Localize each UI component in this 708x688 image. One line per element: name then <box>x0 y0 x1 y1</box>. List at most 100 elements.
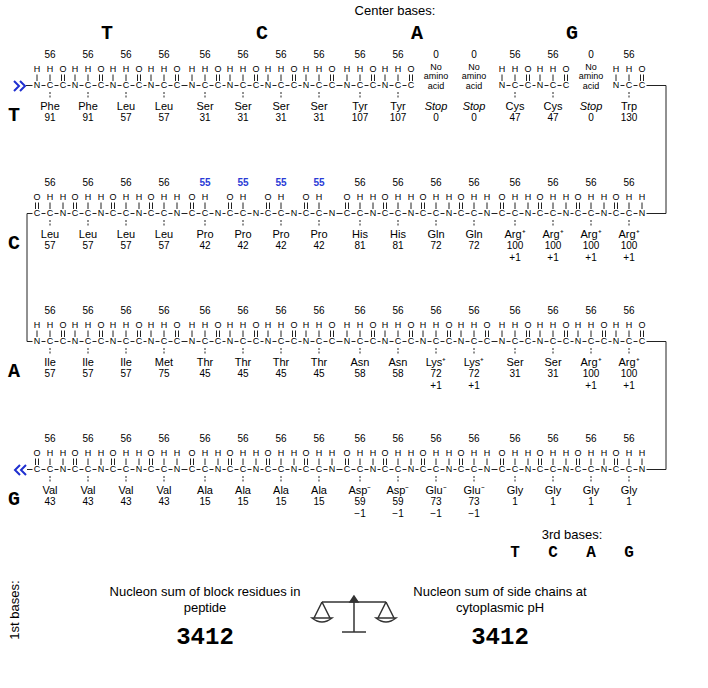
atom-label: N <box>291 209 298 218</box>
atom-label: C <box>395 337 402 346</box>
atom-label: O <box>524 65 531 74</box>
backbone-bond <box>299 469 302 470</box>
backbone-bond <box>403 469 407 470</box>
backbone-mass: 56 <box>44 306 55 316</box>
backbone-bond <box>169 469 173 470</box>
backbone-bond <box>634 341 638 342</box>
side-chain-mass: 107 <box>352 113 369 123</box>
residue-name: Phe <box>78 101 98 112</box>
residue-name: Cys <box>506 101 525 112</box>
backbone-bond <box>558 341 562 342</box>
atom-label: C <box>433 337 440 346</box>
backbone-bond <box>223 213 226 214</box>
side-chain-bond <box>591 220 592 227</box>
atom-label: C <box>512 465 519 474</box>
side-chain-mass: 43 <box>120 497 131 507</box>
atom-label: N <box>72 81 79 90</box>
backbone-bond <box>118 469 122 470</box>
atom-label: H <box>202 321 209 330</box>
backbone-bond <box>93 85 97 86</box>
atom-label: C <box>123 337 130 346</box>
stop-note: No amino acid <box>457 63 491 91</box>
atom-label: H <box>344 65 351 74</box>
backbone-mass: 56 <box>120 50 131 60</box>
backbone-bond <box>197 341 201 342</box>
backbone-bond <box>337 213 343 214</box>
atom-label: N <box>136 209 143 218</box>
atom-label: C <box>174 81 181 90</box>
atom-label: C <box>291 81 298 90</box>
backbone-bond <box>286 469 290 470</box>
atom-label: C <box>202 209 209 218</box>
backbone-bond <box>507 341 511 342</box>
atom-label: H <box>329 449 336 458</box>
atom-label: C <box>189 209 196 218</box>
atom-label: C <box>613 209 620 218</box>
backbone-mass: 56 <box>547 306 558 316</box>
side-chain-bond <box>319 220 320 227</box>
atom-label: H <box>395 449 402 458</box>
atom-label: C <box>189 465 196 474</box>
atom-label: O <box>328 65 335 74</box>
atom-label: C <box>98 81 105 90</box>
atom-label: N <box>344 337 351 346</box>
atom-label: H <box>537 321 544 330</box>
atom-label: C <box>34 465 41 474</box>
backbone-bond <box>583 469 587 470</box>
side-chain-mass: 43 <box>44 497 55 507</box>
atom-label: C <box>588 465 595 474</box>
residue-name: Ser <box>310 101 327 112</box>
backbone-bond <box>235 213 239 214</box>
residue-name: Leu <box>79 229 97 240</box>
atom-label: O <box>445 321 452 330</box>
charge-label: −1 <box>430 509 441 519</box>
backbone-bond <box>337 341 343 342</box>
backbone-bond <box>621 213 625 214</box>
atom-label: C <box>278 465 285 474</box>
backbone-bond <box>210 213 214 214</box>
atom-label: H <box>626 193 633 202</box>
side-chain-bond <box>243 92 244 99</box>
atom-label: H <box>47 193 54 202</box>
side-chain-mass: 59 <box>392 497 403 507</box>
side-chain-bond <box>164 92 165 99</box>
side-chain-mass: 100 <box>583 241 600 251</box>
atom-label: O <box>173 321 180 330</box>
backbone-bond <box>182 85 188 86</box>
atom-label: H <box>357 193 364 202</box>
atom-label: N <box>484 209 491 218</box>
third-base-letter: T <box>510 545 520 561</box>
atom-label: H <box>161 65 168 74</box>
residue-name: Glu⁻ <box>425 485 446 496</box>
atom-label: H <box>148 321 155 330</box>
side-chain-mass: 100 <box>583 369 600 379</box>
backbone-mass: 56 <box>623 178 634 188</box>
atom-label: H <box>626 65 633 74</box>
backbone-bond <box>621 85 625 86</box>
backbone-bond <box>55 213 59 214</box>
side-chain-bond <box>360 348 361 355</box>
atom-label: C <box>357 81 364 90</box>
atom-label: O <box>419 193 426 202</box>
atom-label: C <box>148 209 155 218</box>
atom-label: N <box>148 81 155 90</box>
charge-label: +1 <box>509 253 520 263</box>
backbone-bond <box>106 213 109 214</box>
backbone-bond <box>507 213 511 214</box>
side-chain-bond <box>591 476 592 483</box>
backbone-bond <box>403 213 407 214</box>
atom-label: H <box>316 449 323 458</box>
atom-label: O <box>574 193 581 202</box>
charge-label: −1 <box>354 509 365 519</box>
side-chain-bond <box>398 220 399 227</box>
atom-label: H <box>382 321 389 330</box>
atom-label: O <box>264 193 271 202</box>
balance-icon <box>312 596 396 632</box>
atom-label: C <box>512 81 519 90</box>
atom-label: H <box>85 449 92 458</box>
atom-label: H <box>458 321 465 330</box>
backbone-bond <box>533 341 536 342</box>
side-chain-bond <box>436 476 437 483</box>
backbone-mass: 56 <box>313 306 324 316</box>
residue-name: Ser <box>544 357 561 368</box>
